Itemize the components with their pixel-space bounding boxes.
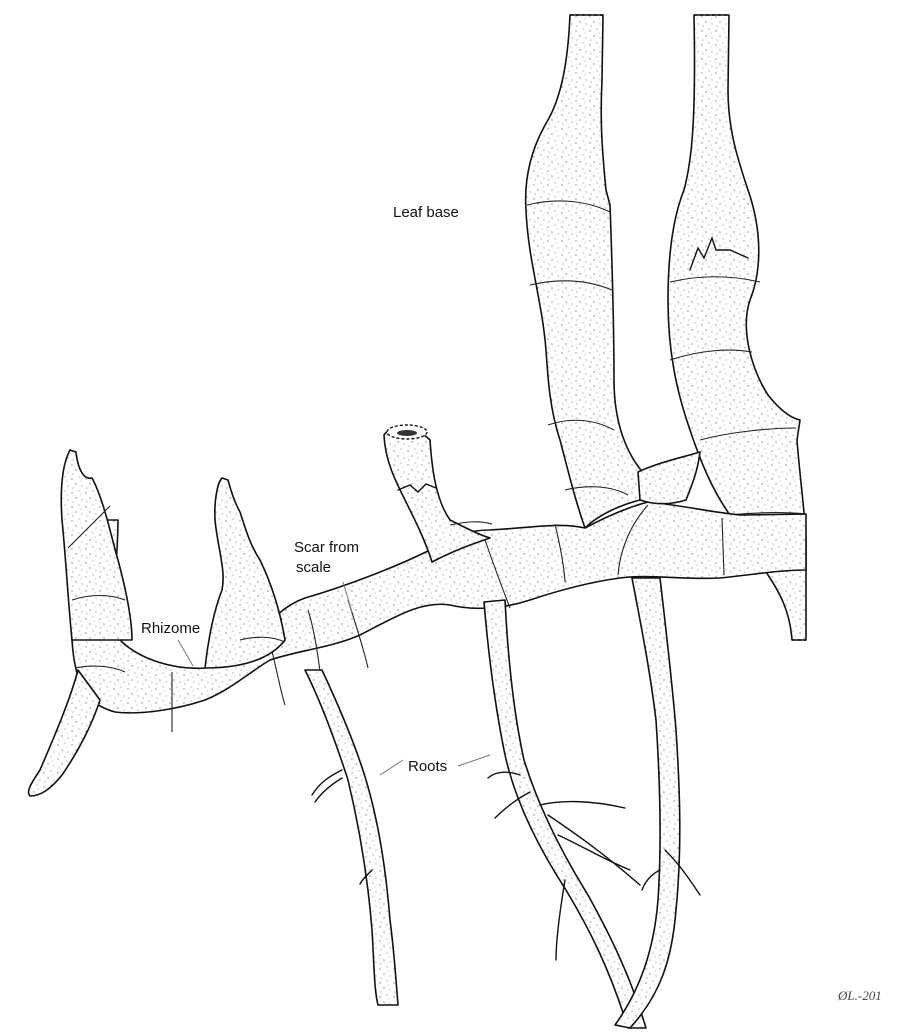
label-leaf-base: Leaf base xyxy=(393,204,459,221)
middle-shoot xyxy=(205,478,285,668)
label-scar-line2: scale xyxy=(296,559,331,576)
left-shoot xyxy=(61,450,132,640)
root-middle xyxy=(305,670,398,1005)
artist-signature: ØL.-201 xyxy=(837,988,882,1003)
side-bud xyxy=(638,452,700,504)
label-scar-line1: Scar from xyxy=(294,539,359,556)
label-roots: Roots xyxy=(408,758,447,775)
root-right-b xyxy=(615,578,700,1028)
label-rhizome: Rhizome xyxy=(141,620,200,637)
root-right-a xyxy=(484,600,646,1028)
cut-stem xyxy=(384,425,492,562)
root-left xyxy=(28,670,100,796)
leaf-base-stalk-left xyxy=(526,15,648,528)
